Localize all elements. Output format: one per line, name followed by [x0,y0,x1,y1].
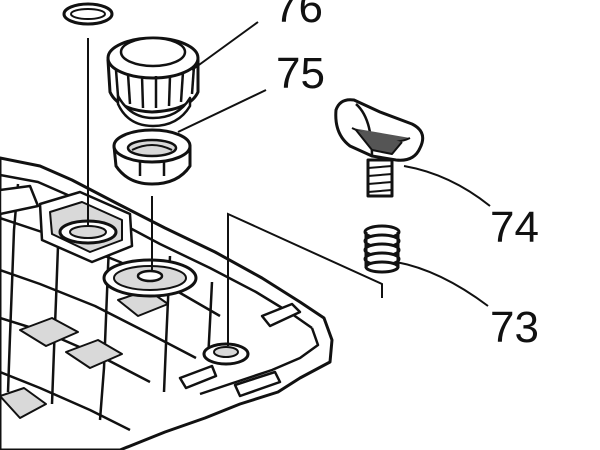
part-74-wing-screw [334,98,425,198]
callout-leaders [177,21,491,307]
callout-76: 76 [274,0,323,32]
base-plate [0,156,334,450]
part-76-knob [106,36,200,128]
part-73-spring [363,224,401,274]
assembly-lines [87,38,383,346]
o-ring [62,2,114,26]
leader-75 [177,89,267,133]
callout-73: 73 [490,303,539,352]
part-75-ring [112,128,192,186]
base-boss-74 [202,342,250,366]
leader-76 [191,21,259,71]
callout-74: 74 [490,203,539,252]
leader-74 [403,165,491,207]
base-boss-75 [102,258,198,298]
callout-75: 75 [276,49,325,98]
leader-73 [395,261,489,307]
